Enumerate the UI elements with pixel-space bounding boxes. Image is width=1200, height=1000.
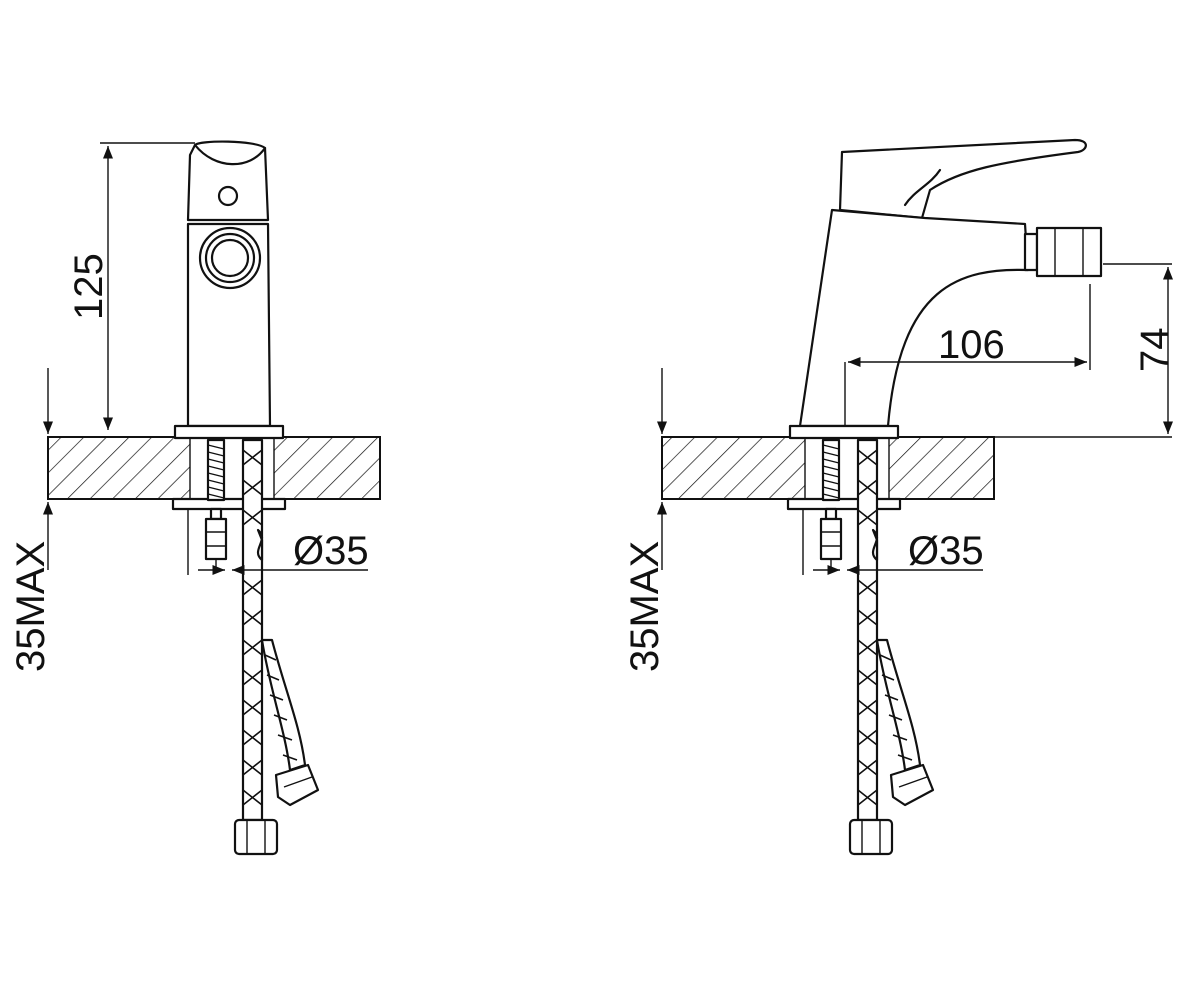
dim-label-125: 125 (67, 253, 111, 320)
hoses-left (233, 438, 320, 856)
faucet-body-front (171, 140, 287, 511)
dim-reach-right: 106 (844, 284, 1091, 426)
faucet-body-side (786, 138, 1103, 511)
dim-label-74: 74 (1133, 328, 1177, 373)
dim-maxdeck-right: 35MAX (623, 368, 668, 672)
front-view: 125 35MAX Ø35 (9, 140, 381, 856)
dim-label-35max-left: 35MAX (9, 541, 53, 672)
side-view: 106 74 35MAX Ø35 (623, 138, 1177, 856)
dim-height-left: 125 (67, 142, 195, 430)
dim-diameter-right: Ø35 (802, 509, 984, 576)
dim-label-106: 106 (938, 323, 1005, 367)
hoses-right (848, 438, 935, 856)
threaded-rod-right (819, 438, 843, 570)
dim-label-35max-right: 35MAX (623, 541, 667, 672)
dim-outlet-right: 74 (994, 263, 1177, 438)
dim-label-d35-left: Ø35 (293, 529, 369, 573)
dim-label-d35-right: Ø35 (908, 529, 984, 573)
dim-maxdeck-left: 35MAX (9, 368, 54, 672)
dim-diameter-left: Ø35 (187, 509, 369, 576)
threaded-rod-left (204, 438, 228, 570)
